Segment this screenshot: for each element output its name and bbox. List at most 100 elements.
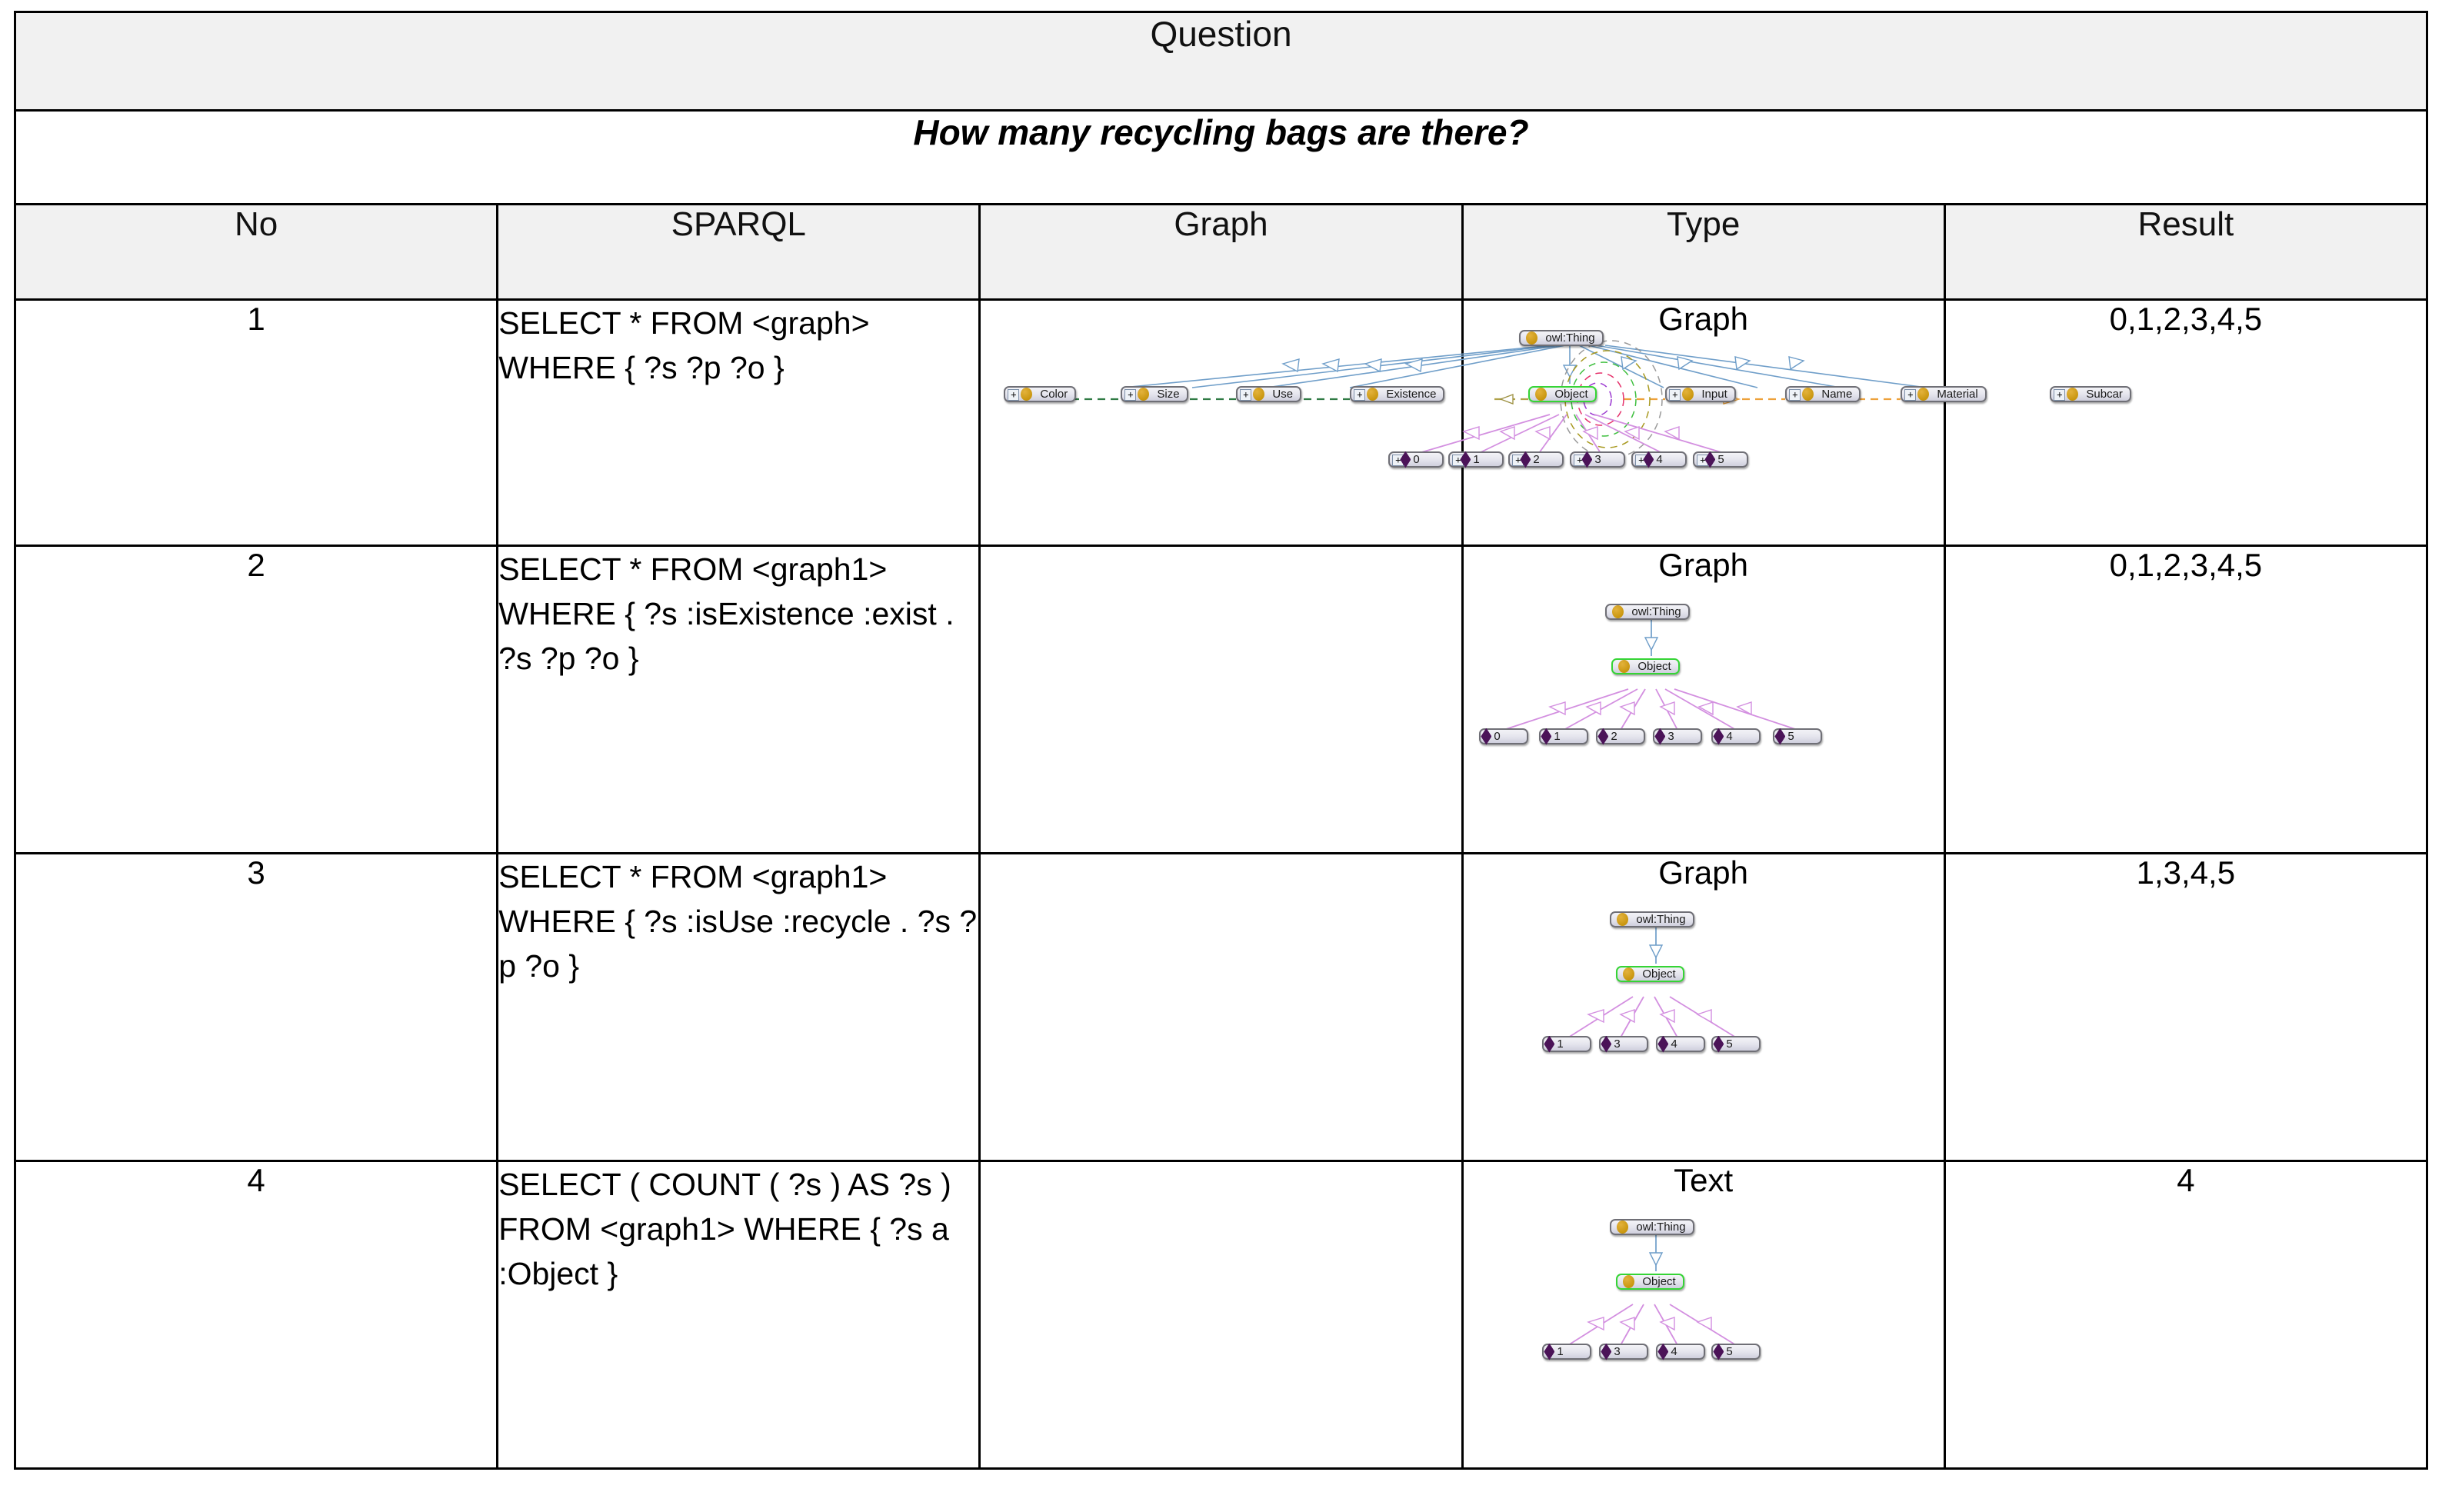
graph-node-label: Input xyxy=(1701,388,1727,401)
graph-instance-2[interactable]: + 2 xyxy=(1508,451,1564,468)
graph-node-label: Use xyxy=(1272,388,1294,401)
expand-icon[interactable]: + xyxy=(1452,455,1464,466)
graph-node-label: 5 xyxy=(1787,730,1794,743)
graph-node-object[interactable]: Object xyxy=(1616,1274,1684,1290)
row-no-4: 4 xyxy=(13,1160,499,1470)
graph-instance-4[interactable]: 4 xyxy=(1656,1036,1706,1052)
graph-node-existence[interactable]: + Existence xyxy=(1350,386,1445,402)
graph-instance-4[interactable]: 4 xyxy=(1656,1344,1706,1360)
class-circle-icon xyxy=(1138,388,1150,401)
row-graph-2: owl:Thing Object 0 1 xyxy=(978,545,1823,854)
column-header-row: No SPARQL Graph Type Result xyxy=(13,203,2429,301)
class-circle-icon xyxy=(1535,388,1547,401)
question-text-row: How many recycling bags are there? xyxy=(14,109,2428,205)
graph-node-label: Size xyxy=(1157,388,1180,401)
graph-instance-5[interactable]: + 5 xyxy=(1693,451,1749,468)
row-graph-1: owl:Thing + Color + Size xyxy=(978,298,2131,547)
graph-node-label: Object xyxy=(1642,967,1676,981)
graph-edges-2 xyxy=(1504,620,1798,731)
graph-instance-0[interactable]: 0 xyxy=(1479,728,1529,744)
column-header-type: Type xyxy=(1461,203,1946,301)
row-type-4: Text xyxy=(1461,1160,1946,1470)
graph-node-label: Object xyxy=(1637,660,1671,673)
row-sparql-2: SELECT * FROM <graph1> WHERE { ?s :isExi… xyxy=(496,545,981,854)
column-header-no: No xyxy=(13,203,499,301)
graph-node-label: 3 xyxy=(1594,453,1601,466)
graph-node-owl-thing[interactable]: owl:Thing xyxy=(1519,330,1604,346)
graph-node-label: 3 xyxy=(1667,730,1674,743)
graph-instance-1[interactable]: 1 xyxy=(1542,1036,1592,1052)
graph-instance-3[interactable]: 3 xyxy=(1599,1344,1649,1360)
expand-icon[interactable]: + xyxy=(1008,389,1020,401)
graph-node-object[interactable]: Object xyxy=(1528,386,1597,402)
graph-edges-4 xyxy=(1567,1235,1737,1346)
graph-node-label: owl:Thing xyxy=(1636,1221,1686,1234)
graph-edges-1 xyxy=(1071,340,1927,458)
graph-instance-5[interactable]: 5 xyxy=(1773,728,1823,744)
expand-icon[interactable]: + xyxy=(1124,389,1137,401)
question-header-row: Question xyxy=(14,11,2428,112)
class-circle-icon xyxy=(1917,388,1930,401)
graph-instance-1[interactable]: + 1 xyxy=(1448,451,1504,468)
graph-instance-3[interactable]: 3 xyxy=(1599,1036,1649,1052)
graph-node-label: 4 xyxy=(1671,1345,1677,1358)
graph-node-object[interactable]: Object xyxy=(1616,966,1684,982)
table-row: 3 SELECT * FROM <graph1> WHERE { ?s :isU… xyxy=(13,852,2429,1162)
graph-instance-5[interactable]: 5 xyxy=(1711,1344,1761,1360)
expand-icon[interactable]: + xyxy=(1354,389,1366,401)
expand-icon[interactable]: + xyxy=(1904,389,1917,401)
graph-node-label: 1 xyxy=(1554,730,1561,743)
graph-instance-0[interactable]: + 0 xyxy=(1388,451,1444,468)
graph-node-name[interactable]: + Name xyxy=(1785,386,1861,402)
table-row: 1 SELECT * FROM <graph> WHERE { ?s ?p ?o… xyxy=(13,298,2429,547)
graph-node-input[interactable]: + Input xyxy=(1665,386,1736,402)
graph-instance-4[interactable]: 4 xyxy=(1711,728,1761,744)
graph-node-material[interactable]: + Material xyxy=(1901,386,1987,402)
graph-instance-1[interactable]: 1 xyxy=(1539,728,1589,744)
graph-node-owl-thing[interactable]: owl:Thing xyxy=(1605,604,1690,620)
graph-instance-5[interactable]: 5 xyxy=(1711,1036,1761,1052)
row-graph-3: owl:Thing Object 1 3 xyxy=(978,852,1761,1162)
graph-node-owl-thing[interactable]: owl:Thing xyxy=(1610,911,1694,928)
expand-icon[interactable]: + xyxy=(1635,455,1647,466)
graph-node-label: 2 xyxy=(1611,730,1617,743)
question-text: How many recycling bags are there? xyxy=(14,109,2428,205)
graph-instance-3[interactable]: + 3 xyxy=(1570,451,1626,468)
expand-icon[interactable]: + xyxy=(2054,389,2066,401)
row-no-1: 1 xyxy=(13,298,499,547)
row-type-2: Graph xyxy=(1461,545,1946,854)
graph-node-label: owl:Thing xyxy=(1631,605,1681,618)
class-circle-icon xyxy=(1623,967,1635,981)
class-circle-icon xyxy=(2067,388,2079,401)
sparql-question-table: Question How many recycling bags are the… xyxy=(13,11,2429,1470)
class-circle-icon xyxy=(1253,388,1265,401)
graph-instance-2[interactable]: 2 xyxy=(1596,728,1646,744)
expand-icon[interactable]: + xyxy=(1574,455,1586,466)
row-sparql-1: SELECT * FROM <graph> WHERE { ?s ?p ?o } xyxy=(496,298,981,547)
graph-node-object[interactable]: Object xyxy=(1611,658,1680,674)
expand-icon[interactable]: + xyxy=(1240,389,1252,401)
graph-node-label: Material xyxy=(1937,388,1978,401)
graph-node-label: 1 xyxy=(1473,453,1480,466)
graph-node-size[interactable]: + Size xyxy=(1121,386,1188,402)
class-circle-icon xyxy=(1802,388,1814,401)
graph-node-label: Object xyxy=(1554,388,1588,401)
class-circle-icon xyxy=(1526,331,1538,345)
graph-instance-1[interactable]: 1 xyxy=(1542,1344,1592,1360)
graph-node-subcar[interactable]: + Subcar xyxy=(2050,386,2131,402)
expand-icon[interactable]: + xyxy=(1669,389,1681,401)
graph-node-label: 5 xyxy=(1726,1345,1733,1358)
graph-node-use[interactable]: + Use xyxy=(1236,386,1302,402)
class-circle-icon xyxy=(1617,913,1629,926)
graph-node-label: 3 xyxy=(1614,1037,1621,1051)
column-header-graph: Graph xyxy=(978,203,1464,301)
class-circle-icon xyxy=(1682,388,1694,401)
graph-node-label: 4 xyxy=(1656,453,1663,466)
row-no-3: 3 xyxy=(13,852,499,1162)
column-header-sparql: SPARQL xyxy=(496,203,981,301)
expand-icon[interactable]: + xyxy=(1789,389,1801,401)
graph-instance-4[interactable]: + 4 xyxy=(1631,451,1687,468)
graph-node-owl-thing[interactable]: owl:Thing xyxy=(1610,1219,1694,1235)
graph-instance-3[interactable]: 3 xyxy=(1653,728,1703,744)
graph-node-color[interactable]: + Color xyxy=(1004,386,1077,402)
